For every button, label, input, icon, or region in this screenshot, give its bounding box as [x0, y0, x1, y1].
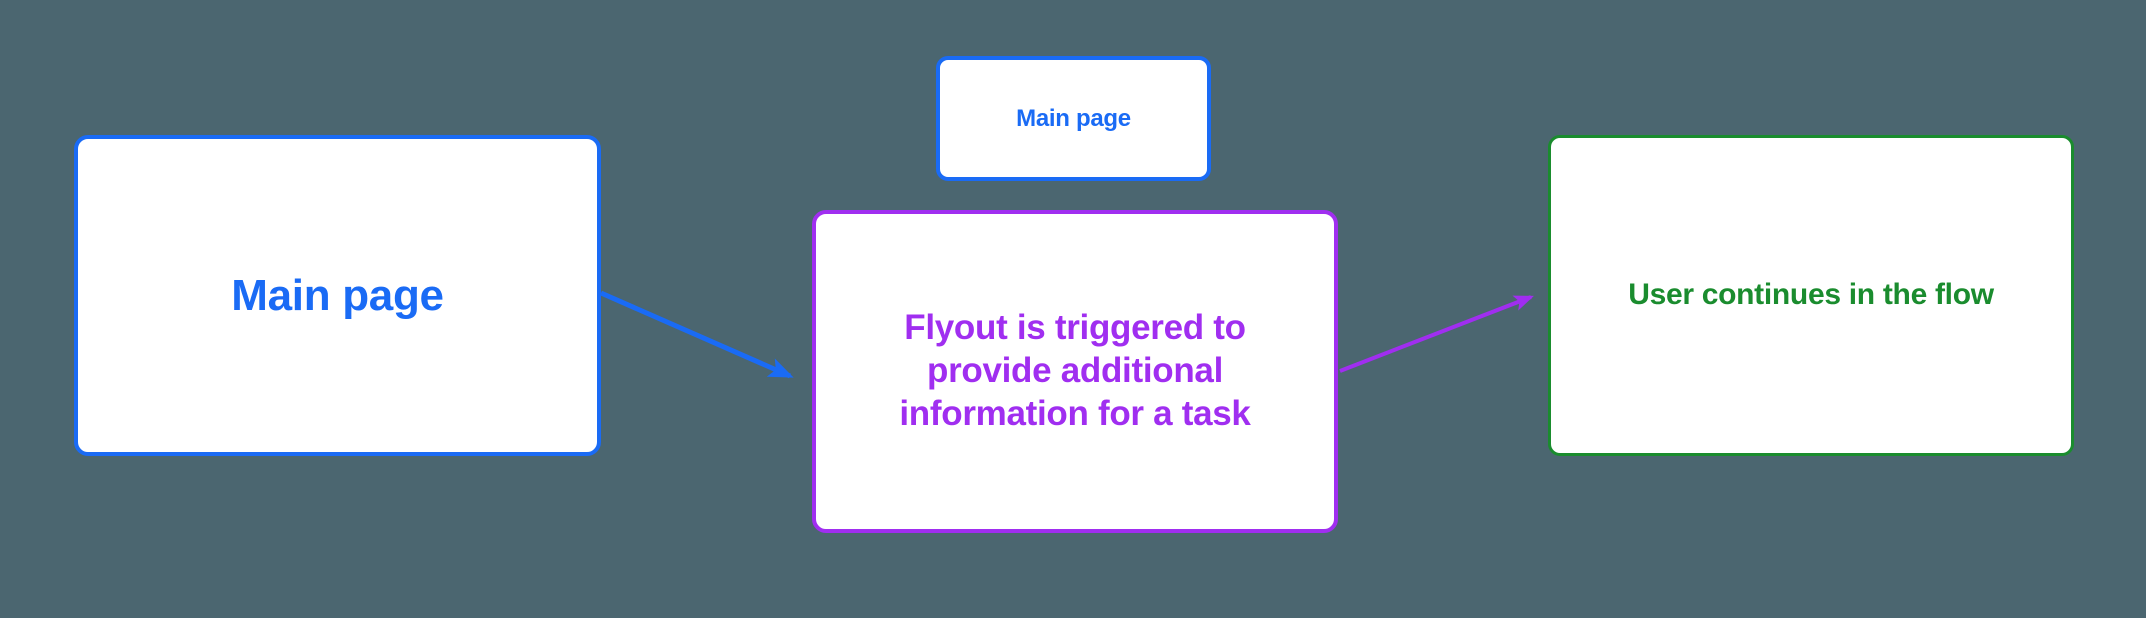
node-main-page-small-label: Main page	[1016, 104, 1131, 132]
node-main-page-small[interactable]: Main page	[936, 56, 1211, 181]
node-user-continues[interactable]: User continues in the flow	[1548, 135, 2074, 456]
arrow-main-page-to-flyout	[599, 290, 794, 379]
node-flyout-label: Flyout is triggered to provide additiona…	[899, 308, 1251, 433]
node-user-continues-label: User continues in the flow	[1628, 278, 1994, 312]
arrow-flyout-to-user-continues	[1339, 295, 1534, 373]
node-main-page-label: Main page	[231, 270, 444, 320]
node-flyout[interactable]: Flyout is triggered to provide additiona…	[812, 210, 1338, 533]
node-main-page[interactable]: Main page	[74, 135, 601, 456]
